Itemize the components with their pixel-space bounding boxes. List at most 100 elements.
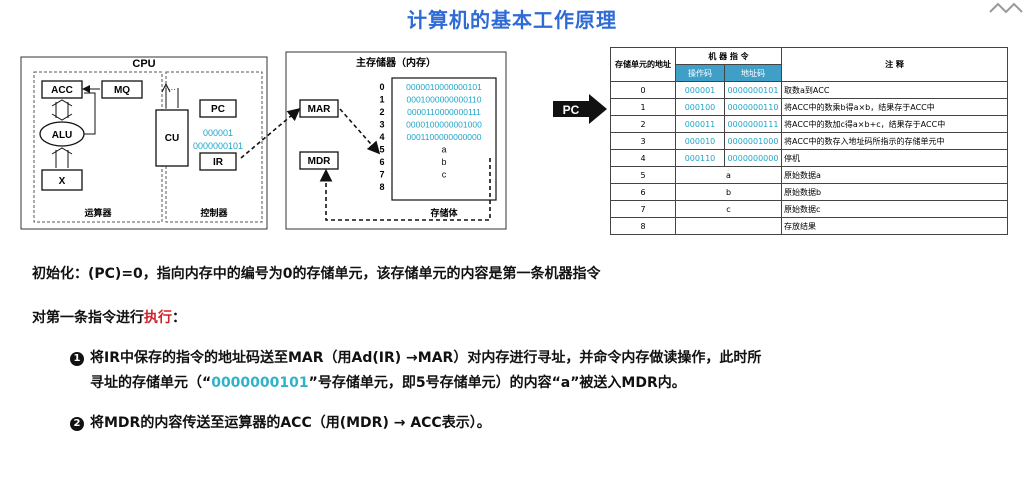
row-opcode: 000010	[675, 132, 725, 150]
row-opcode: 000110	[675, 149, 725, 167]
memory-address-2: 2	[379, 107, 384, 117]
row-address: 0	[610, 81, 676, 99]
memory-content-2: 0000110000000111	[407, 107, 481, 117]
unit5-to-mdr-arrow	[319, 158, 491, 221]
mar-register: MAR	[308, 104, 332, 115]
memory-address-0: 0	[379, 82, 384, 92]
step2-number-badge: 2	[70, 417, 84, 431]
row-address: 6	[610, 183, 676, 201]
computer-structure-diagram: CPU ACC MQ ALU X 运算器 CU ··· PC 000001 00…	[20, 51, 507, 230]
memory-address-3: 3	[379, 120, 384, 130]
mar-to-unit5-arrow	[339, 108, 381, 155]
memory-content-0: 0000010000000101	[406, 82, 482, 92]
cpu-label: CPU	[132, 58, 155, 70]
col-addrcode-header: 地址码	[724, 64, 782, 82]
bus-dots: ···	[168, 85, 176, 94]
alu-unit: ALU	[52, 130, 73, 141]
memory-label: 主存储器（内存）	[356, 56, 436, 69]
row-addrcode: 0000001000	[724, 132, 782, 150]
memory-content-7: c	[442, 170, 447, 180]
row-addrcode: 0000000101	[724, 81, 782, 99]
pc-register: PC	[211, 104, 225, 115]
exec-prefix: 对第一条指令进行	[32, 310, 144, 326]
row-addrcode: 0000000110	[724, 98, 782, 116]
col-note-header: 注 释	[781, 47, 1008, 82]
init-text: 初始化：(PC)=0，指向内存中的编号为0的存储单元，该存储单元的内容是第一条机…	[32, 266, 601, 282]
memory-content-1: 0001000000000110	[406, 95, 481, 105]
exec-highlight: 执行	[144, 310, 172, 326]
row-note: 将ACC中的数乘b得a×b，结果存于ACC中	[781, 98, 1008, 116]
acc-register: ACC	[51, 85, 73, 96]
row-address: 8	[610, 217, 676, 235]
memory-content-5: a	[441, 145, 446, 155]
col-address-header: 存储单元的地址	[610, 47, 676, 82]
memory-content-4: 0001100000000000	[406, 132, 481, 142]
row-note: 原始数据a	[781, 166, 1008, 184]
row-address: 5	[610, 166, 676, 184]
memory-address-5: 5	[379, 145, 384, 155]
alu-group-label: 运算器	[84, 207, 112, 218]
pc-pointer-arrow: PC	[553, 94, 607, 124]
row-note: 原始数据b	[781, 183, 1008, 201]
row-addrcode: 0000000111	[724, 115, 782, 133]
controller-group-label: 控制器	[200, 207, 228, 218]
page-title: 计算机的基本工作原理	[407, 8, 617, 32]
row-opcode: 000011	[675, 115, 725, 133]
row-address: 4	[610, 149, 676, 167]
row-note: 将ACC中的数加c得a×b+c，结果存于ACC中	[781, 115, 1008, 133]
row-note: 取数a到ACC	[781, 81, 1008, 99]
ir-to-mar-arrow	[240, 107, 301, 159]
step2-text: 将MDR的内容传送至运算器的ACC（用(MDR) → ACC表示）。	[90, 415, 491, 431]
row-note: 将ACC中的数存入地址码所指示的存储单元中	[781, 132, 1008, 150]
row-data: b	[675, 183, 782, 201]
row-address: 2	[610, 115, 676, 133]
row-note: 原始数据c	[781, 200, 1008, 218]
step1-number-badge: 1	[70, 352, 84, 366]
exec-heading: 对第一条指令进行执行：	[32, 307, 186, 327]
row-addrcode: 0000000000	[724, 149, 782, 167]
step1-address-highlight: 0000000101	[211, 375, 309, 391]
row-data: c	[675, 200, 782, 218]
table-row: 8 存放结果	[610, 217, 1008, 235]
ir-register: IR	[213, 157, 224, 168]
row-opcode: 000100	[675, 98, 725, 116]
pc-value: 000001	[203, 128, 233, 138]
row-address: 3	[610, 132, 676, 150]
corner-decoration-icon	[989, 2, 1023, 14]
memory-address-7: 7	[379, 170, 384, 180]
mq-register: MQ	[114, 85, 130, 96]
memory-address-4: 4	[379, 132, 384, 142]
step1-line2: 寻址的存储单元（“0000000101”号存储单元，即5号存储单元）的内容“a”…	[90, 372, 686, 392]
ir-value: 0000000101	[193, 141, 243, 151]
col-instruction-header: 机 器 指 令	[675, 47, 782, 65]
row-address: 1	[610, 98, 676, 116]
memory-content-3: 0000100000001000	[406, 120, 482, 130]
col-opcode-header: 操作码	[675, 64, 725, 82]
x-register: X	[59, 176, 66, 187]
step1-text-b-post: ”号存储单元，即5号存储单元）的内容“a”被送入MDR内。	[308, 375, 686, 391]
mdr-register: MDR	[308, 156, 332, 167]
row-note: 停机	[781, 149, 1008, 167]
row-address: 7	[610, 200, 676, 218]
memory-content-6: b	[441, 157, 446, 167]
row-data: a	[675, 166, 782, 184]
step2-line: 2 将MDR的内容传送至运算器的ACC（用(MDR) → ACC表示）。	[70, 412, 491, 432]
pc-marker-label: PC	[563, 103, 580, 117]
cu-unit: CU	[165, 133, 179, 144]
memory-address-1: 1	[379, 95, 384, 105]
memory-contents: 0000010000000101 0001000000000110 00001100…	[406, 82, 482, 180]
step1-text-b-pre: 寻址的存储单元（“	[90, 375, 212, 391]
storage-body-label: 存储体	[430, 207, 458, 218]
row-note: 存放结果	[781, 217, 1008, 235]
